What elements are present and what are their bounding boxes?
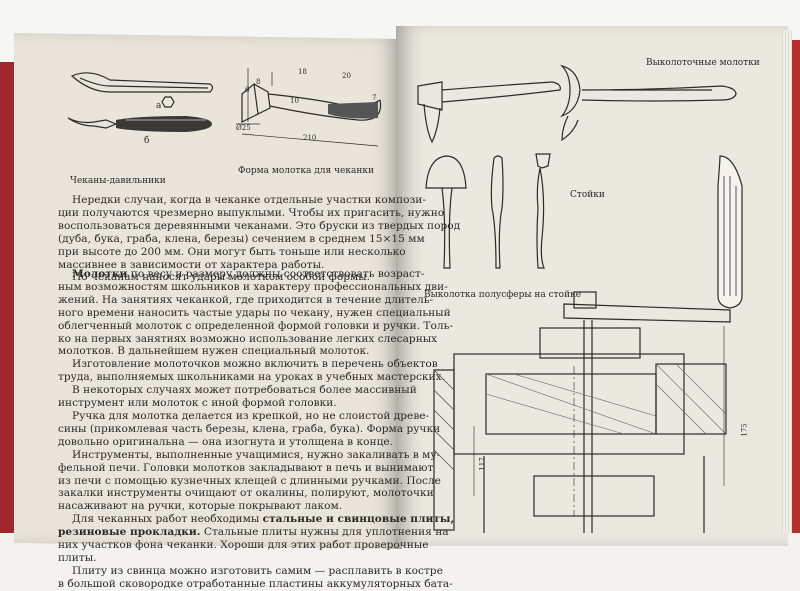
text-line: массивнее в зависимости от характера раб… [58,258,325,271]
text-line: воспользоваться деревянными чеканами. Эт… [58,219,461,232]
text-line: ко на первых занятиях возможно использов… [58,332,438,345]
text-line: фельной печи. Головки молотков закладыва… [58,461,434,474]
text-line: Молотки по весу и размеру должны соответ… [58,268,424,281]
text-line: (дуба, бука, граба, клена, березы) сечен… [58,232,425,245]
label-b: б [144,136,150,146]
page-edges [782,30,792,533]
intro-paragraph: Нередки случаи, когда в чеканке отдельны… [58,194,461,284]
text-line: из печи с помощью кузнечных клещей с дли… [58,474,441,487]
dim-117: 117 [478,457,487,471]
text-line: ции получаются чрезмерно выпуклыми. Чтоб… [58,206,445,219]
chasing-tool-a-illustration [70,72,214,93]
text-line: сины (прикомлевая часть березы, клена, г… [58,422,441,435]
machine-technical-drawing [433,155,743,533]
caption-hammer-form: Форма молотка для чеканки [238,166,374,176]
text-line: при высоте до 200 мм. Они могут быть тон… [58,245,406,258]
hammers-paragraph: Молотки по весу и размеру должны соответ… [58,268,454,591]
text-line: Изготовление молоточков можно включить в… [72,358,438,371]
hammers-illustration [417,64,737,144]
text-line: инструмент или молоток с иной формой гол… [58,397,337,410]
text-line: Для чеканных работ необходимы стальные и… [58,513,454,526]
text-line: довольно оригинальна — она изогнута и ут… [58,435,394,448]
hexagon-section-icon [161,96,175,108]
dim-7: 7 [372,94,377,102]
text-line: Ручка для молотка делается из крепкой, н… [72,409,430,422]
dim-210: 210 [303,134,317,142]
dim-20: 20 [342,72,351,80]
caption-chasing-tools: Чеканы-давильники [70,176,166,186]
chasing-tool-b-illustration [67,116,212,132]
dim-8: 8 [256,78,261,86]
text-fragment: Стальные плиты нужны для уплотнения на [200,526,449,539]
header-right: Выколоточные молотки [646,58,760,68]
caption-dome-hammer: Выколотка полусферы на стойке [424,290,582,300]
text-line: в большой сковородке отработанные пласти… [58,577,453,590]
dim-18: 18 [298,68,307,76]
dim-diameter-25: Ø25 [236,124,251,132]
text-line: Нередки случаи, когда в чеканке отдельны… [72,194,426,206]
dim-175: 175 [740,423,749,437]
label-a: а [156,101,162,111]
text-line: закалки инструменты очищают от окалины, … [58,487,434,500]
text-line: них участков фона чеканки. Хороши для эт… [58,539,429,552]
text-line: труда, выполняемых школьниками на уроках… [58,371,445,384]
text-line: плиты. [58,551,97,564]
text-line: Инструменты, выполненные учащимися, нужн… [72,448,441,461]
term-rubber: резиновые прокладки. [58,526,201,539]
hammer-drawing [236,68,382,147]
caption-stands: Стойки [570,190,605,200]
text-line: Плиту из свинца можно изготовить самим —… [72,564,443,577]
term-hammers: Молотки [72,268,128,280]
text-line: молотков. В дальнейшем нужен специальный… [58,345,370,358]
text-fragment: Для чеканных работ необходимы [72,513,260,526]
term-plates: стальные и свинцовые плиты, [262,513,455,526]
text-line: ным возможностям школьников и характеру … [58,280,448,293]
dim-10: 10 [290,97,299,105]
dim-6: 6 [245,86,250,94]
text-line: облегченный молоток с определенной формо… [58,319,453,332]
text-line: По чеканам наносят удары молотком особой… [72,271,371,284]
stands-illustration [425,153,551,269]
text-line: ного времени наносить частые удары по че… [58,306,451,319]
text-line: жений. На занятиях чеканкой, где приходи… [58,293,434,306]
text-fragment: по весу и размеру должны соответствовать… [127,268,425,280]
text-line: насаживают на ручки, которые покрывают л… [58,500,343,513]
text-line: В некоторых случаях может потребоваться … [72,384,417,397]
